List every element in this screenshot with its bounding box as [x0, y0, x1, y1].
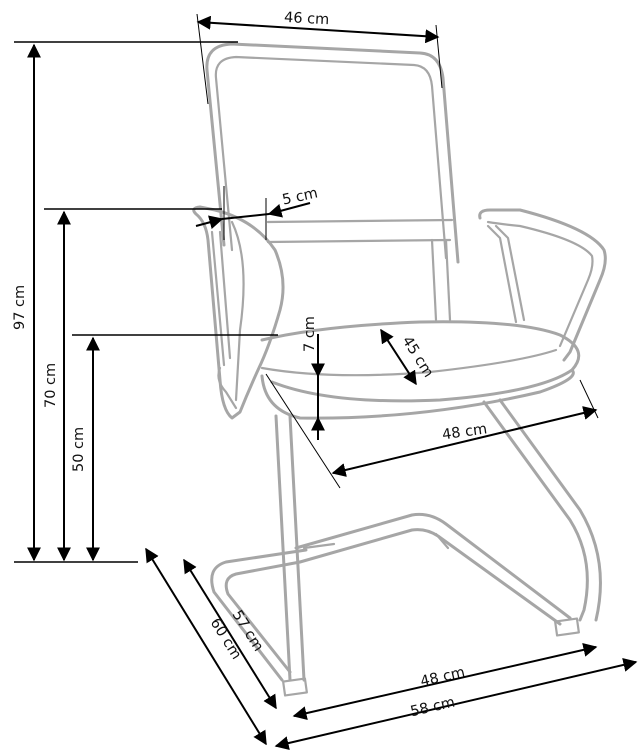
label-base-width-inner: 48 cm	[419, 665, 467, 691]
label-seat-thickness: 7 cm	[302, 316, 318, 352]
label-seat-width: 48 cm	[441, 421, 488, 443]
label-base-width-outer: 58 cm	[409, 695, 457, 721]
chair-drawing	[192, 42, 607, 697]
dimension-seat-thickness: 7 cm	[302, 316, 325, 440]
label-total-height: 97 cm	[12, 285, 28, 330]
dimension-armrest-height: 70 cm	[43, 208, 222, 562]
label-armrest-width: 5 cm	[281, 185, 319, 208]
label-seat-height: 50 cm	[71, 427, 87, 472]
dimension-seat-height: 50 cm	[71, 334, 278, 562]
label-armrest-height: 70 cm	[43, 363, 59, 408]
dimension-seat-width: 48 cm	[265, 373, 599, 489]
dimension-total-height: 97 cm	[12, 41, 238, 563]
dimension-backrest-width: 46 cm	[196, 10, 443, 105]
dimension-seat-depth: 45 cm	[380, 328, 436, 386]
dimension-armrest-width: 5 cm	[195, 185, 319, 240]
left-armrest	[192, 205, 285, 420]
right-armrest	[478, 208, 607, 362]
cantilever-base	[210, 398, 602, 697]
backrest	[205, 42, 460, 322]
label-backrest-width: 46 cm	[284, 10, 330, 28]
